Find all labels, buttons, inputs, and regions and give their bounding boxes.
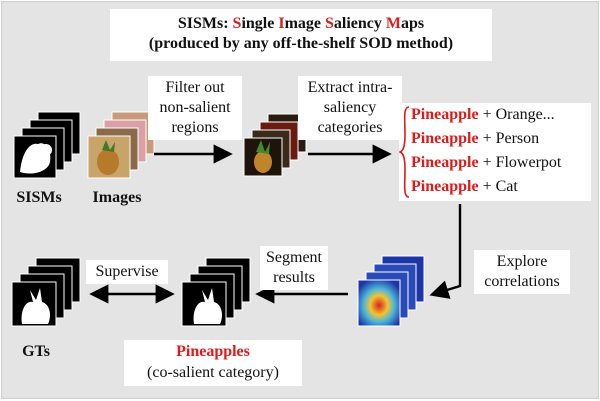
category-rest: + Flowerpot <box>478 154 562 171</box>
extract-line-1: Extract intra- <box>307 79 393 96</box>
extract-line-2: saliency <box>323 99 377 116</box>
title-box: SISMs: Single Image Saliency Maps (produ… <box>110 9 492 61</box>
left-brace <box>399 106 410 198</box>
filtered-stack <box>243 113 307 177</box>
co-salient-category-name: Pineapples <box>176 343 250 360</box>
images-label: Images <box>92 189 142 206</box>
category-rest: + Cat <box>478 178 518 195</box>
segment-stack <box>181 257 251 327</box>
category-item: Pineapple + Cat <box>411 177 518 197</box>
filter-line-2: non-salient <box>159 99 231 116</box>
categories-box: Pineapple + Orange... Pineapple + Person… <box>399 103 591 201</box>
title-initial-m: M <box>385 15 402 32</box>
gts-label: GTs <box>22 343 50 360</box>
filter-step-box: Filter out non-salient regions <box>148 76 242 140</box>
category-item: Pineapple + Person <box>411 129 539 149</box>
gt-stack <box>11 257 81 327</box>
title-word-saliency: aliency <box>333 15 386 32</box>
sisms-label: SISMs <box>16 189 62 206</box>
filter-line-1: Filter out <box>165 79 225 96</box>
co-salient-box: Pineapples (co-salient category) <box>124 340 302 386</box>
supervise-step-box: Supervise <box>86 260 168 284</box>
title-prefix: SISMs: <box>177 15 233 32</box>
segment-step-box: Segment results <box>260 246 328 290</box>
title-word-maps: aps <box>401 15 425 32</box>
filter-line-3: regions <box>171 119 219 136</box>
category-main: Pineapple <box>411 106 479 123</box>
title-word-image: mage <box>284 15 325 32</box>
explore-line-1: Explore <box>496 253 548 270</box>
arrow-explore <box>429 204 462 299</box>
category-rest: + Orange... <box>478 106 555 123</box>
sism-stack <box>13 111 81 179</box>
supervise-label: Supervise <box>95 263 159 280</box>
image-stack <box>87 111 155 179</box>
category-item: Pineapple + Flowerpot <box>411 153 561 173</box>
category-rest: + Person <box>478 130 540 147</box>
title-initial-s2: S <box>325 15 334 32</box>
extract-line-3: categories <box>317 119 383 136</box>
co-salient-category-note: (co-salient category) <box>147 364 279 381</box>
title-initial-s: S <box>232 15 242 32</box>
category-main: Pineapple <box>411 130 479 147</box>
title-word-single: ingle <box>241 15 279 32</box>
heatmap-stack <box>357 255 425 327</box>
title-initial-i: I <box>278 15 285 32</box>
segment-line-1: Segment <box>266 249 322 266</box>
category-main: Pineapple <box>411 154 479 171</box>
explore-step-box: Explore correlations <box>474 250 570 294</box>
category-main: Pineapple <box>411 178 479 195</box>
category-item: Pineapple + Orange... <box>411 105 555 125</box>
title-line-1: SISMs: Single Image Saliency Maps <box>110 14 492 34</box>
extract-step-box: Extract intra- saliency categories <box>298 76 402 140</box>
explore-line-2: correlations <box>484 273 560 290</box>
title-line-2: (produced by any off-the-shelf SOD metho… <box>148 35 454 52</box>
segment-line-2: results <box>273 269 315 286</box>
